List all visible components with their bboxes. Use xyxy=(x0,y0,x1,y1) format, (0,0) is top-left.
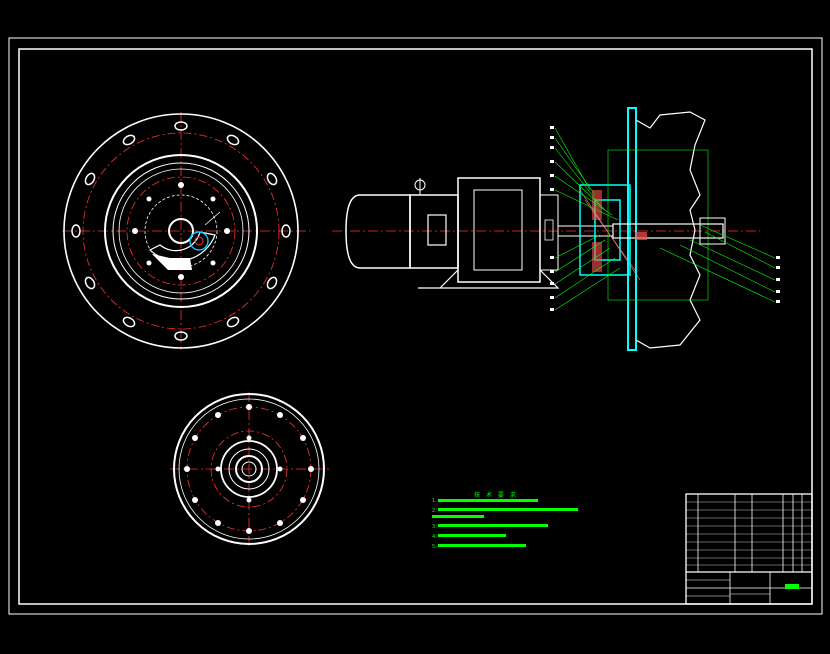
note-1: 1. xyxy=(432,498,437,504)
motor-gearbox-assembly-section xyxy=(332,107,780,351)
note-3: 3. xyxy=(432,524,437,530)
notes-text-lines xyxy=(432,499,578,547)
note-2: 2. xyxy=(432,508,437,514)
technical-requirements-title: 技 术 要 求 xyxy=(474,492,518,499)
title-block-table xyxy=(685,493,813,605)
flange-face-view xyxy=(62,112,310,350)
flange-end-view xyxy=(170,392,330,548)
inner-frame xyxy=(18,48,813,605)
note-5: 5. xyxy=(432,544,437,550)
outer-frame xyxy=(8,37,823,615)
note-4: 4. xyxy=(432,534,437,540)
